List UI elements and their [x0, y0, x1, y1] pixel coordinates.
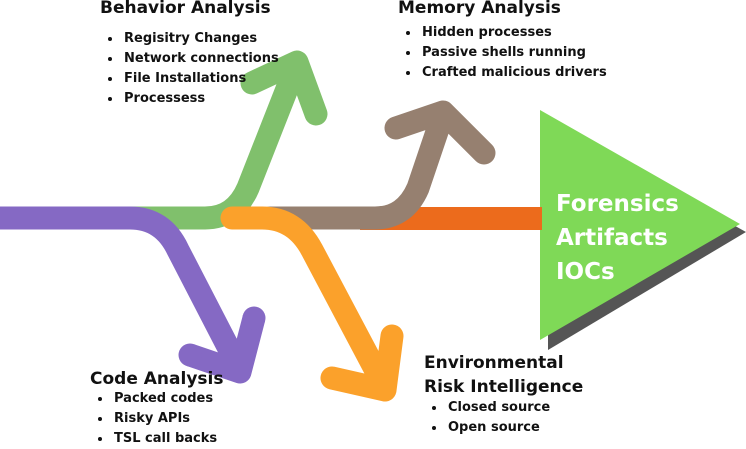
target-line: Artifacts	[556, 225, 668, 251]
behavior-title: Behavior Analysis	[100, 0, 271, 18]
environmental-title-line2: Risk Intelligence	[424, 377, 584, 397]
list-item: TSL call backs	[112, 429, 223, 449]
list-item: Packed codes	[112, 389, 223, 409]
target-line: Forensics	[556, 191, 679, 217]
memory-title: Memory Analysis	[398, 0, 561, 18]
list-item: Network connections	[122, 49, 279, 69]
list-item: Regisitry Changes	[122, 29, 279, 49]
environmental-title-line1: Environmental	[424, 353, 564, 373]
list-item: Processess	[122, 89, 279, 109]
behavior-analysis-block: Behavior Analysis Regisitry Changes Netw…	[100, 0, 279, 109]
code-arrow	[0, 206, 266, 384]
code-title: Code Analysis	[90, 369, 224, 389]
target-line: IOCs	[556, 259, 615, 285]
environmental-arrow	[220, 206, 404, 402]
list-item: Passive shells running	[420, 43, 607, 63]
list-item: Crafted malicious drivers	[420, 63, 607, 83]
list-item: Closed source	[446, 398, 583, 418]
target-label: Forensics Artifacts IOCs	[556, 187, 679, 289]
environmental-block: Environmental Risk Intelligence Closed s…	[424, 353, 583, 438]
list-item: File Installations	[122, 69, 279, 89]
memory-analysis-block: Memory Analysis Hidden processes Passive…	[398, 0, 607, 83]
target-triangle	[540, 110, 740, 340]
code-analysis-block: Code Analysis Packed codes Risky APIs TS…	[90, 369, 223, 449]
list-item: Open source	[446, 418, 583, 438]
list-item: Risky APIs	[112, 409, 223, 429]
memory-arrow	[258, 100, 496, 230]
list-item: Hidden processes	[420, 23, 607, 43]
